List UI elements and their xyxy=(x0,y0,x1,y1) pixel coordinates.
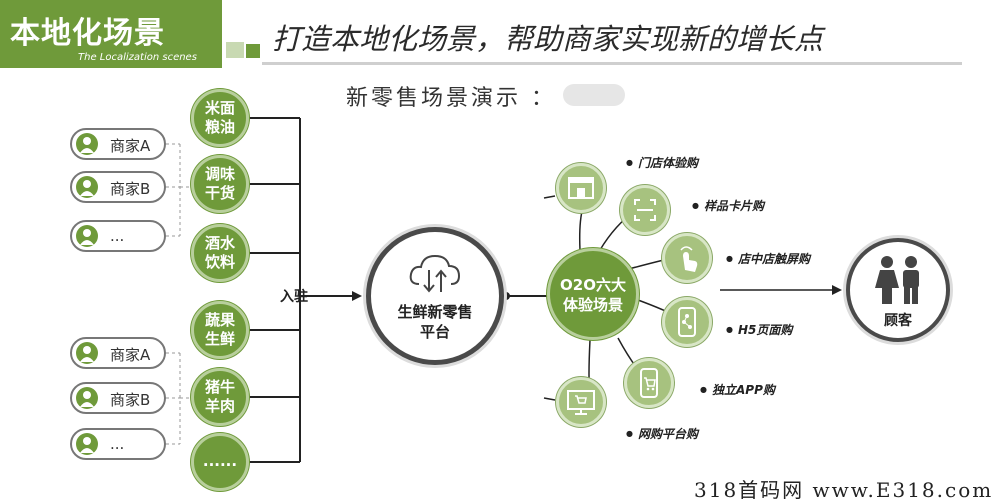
experience-circle xyxy=(624,358,674,408)
person-icon xyxy=(76,387,98,409)
merchant-label: 商家B xyxy=(110,391,151,409)
people-icon xyxy=(872,254,926,310)
header-accent-square xyxy=(226,42,244,58)
merchant-label: ... xyxy=(110,435,125,453)
experience-label: 门店体验购 xyxy=(626,154,698,171)
category-circle: 蔬果 生鲜 xyxy=(191,301,249,359)
person-icon xyxy=(76,133,98,155)
category-label: 调味 干货 xyxy=(204,165,235,202)
customer-node: 顾客 xyxy=(846,238,950,342)
touch-hand-icon xyxy=(665,236,709,280)
category-circle: ...... xyxy=(191,433,249,491)
blurred-mark xyxy=(563,84,625,106)
category-label: 米面 粮油 xyxy=(204,99,235,136)
watermark: 318首码网 www.E318.com xyxy=(694,478,993,502)
o2o-hub: O2O六大 体验场景 xyxy=(547,248,639,340)
merchant-pill: 商家B xyxy=(70,382,166,414)
slogan: 打造本地化场景，帮助商家实现新的增长点 xyxy=(272,22,824,56)
experience-circle xyxy=(556,163,606,213)
customer-label: 顾客 xyxy=(884,313,912,329)
person-icon xyxy=(76,433,98,455)
person-icon xyxy=(76,225,98,247)
category-circle: 猪牛 羊肉 xyxy=(191,368,249,426)
experience-circle xyxy=(662,297,712,347)
category-circle: 酒水 饮料 xyxy=(191,224,249,282)
category-circle: 调味 干货 xyxy=(191,155,249,213)
phone-cart-icon xyxy=(627,361,671,405)
cloud-transfer-icon xyxy=(407,250,463,300)
header-divider xyxy=(262,62,962,65)
experience-label: 样品卡片购 xyxy=(692,197,764,214)
merchant-pill: 商家A xyxy=(70,128,166,160)
platform-label: 生鲜新零售 平台 xyxy=(397,303,473,341)
experience-circle xyxy=(556,377,606,427)
category-label: 蔬果 生鲜 xyxy=(204,311,235,348)
storefront-icon xyxy=(559,166,603,210)
header-banner: 本地化场景 The Localization scenes xyxy=(0,0,222,68)
demo-label: 新零售场景演示 ： xyxy=(346,86,556,111)
merchant-pill: 商家A xyxy=(70,337,166,369)
experience-label: H5页面购 xyxy=(726,321,792,338)
phone-share-icon xyxy=(665,300,709,344)
header-accent-square xyxy=(246,44,260,58)
person-icon xyxy=(76,342,98,364)
category-circle: 米面 粮油 xyxy=(191,89,249,147)
merchant-pill: ... xyxy=(70,220,166,252)
person-icon xyxy=(76,176,98,198)
scan-frame-icon xyxy=(623,188,667,232)
experience-circle xyxy=(662,233,712,283)
header-subtitle: The Localization scenes xyxy=(78,52,197,63)
merchant-pill: 商家B xyxy=(70,171,166,203)
category-label: 猪牛 羊肉 xyxy=(204,378,235,415)
experience-label: 独立APP购 xyxy=(700,381,775,398)
experience-circle xyxy=(620,185,670,235)
experience-label: 店中店触屏购 xyxy=(726,250,810,267)
entry-label: 入驻 xyxy=(280,289,308,305)
merchant-label: ... xyxy=(110,227,125,245)
merchant-label: 商家B xyxy=(110,180,151,198)
header-title: 本地化场景 xyxy=(10,16,165,51)
category-label: ...... xyxy=(202,452,238,470)
merchant-label: 商家A xyxy=(110,346,151,364)
merchant-pill: ... xyxy=(70,428,166,460)
o2o-label: O2O六大 体验场景 xyxy=(560,276,626,314)
category-label: 酒水 饮料 xyxy=(204,234,235,271)
merchant-label: 商家A xyxy=(110,137,151,155)
experience-label: 网购平台购 xyxy=(626,425,698,442)
platform-hub: 生鲜新零售 平台 xyxy=(366,227,504,365)
monitor-cart-icon xyxy=(559,380,603,424)
